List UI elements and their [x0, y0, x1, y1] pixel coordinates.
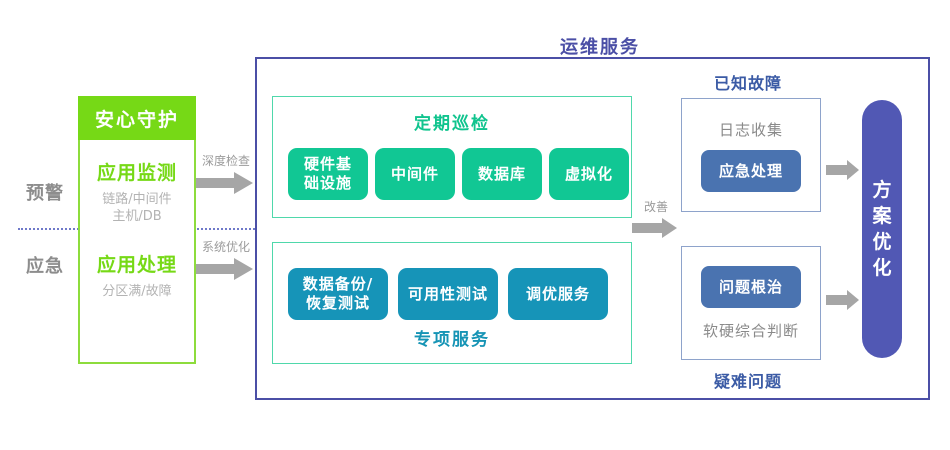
outcome-char-2: 优 — [872, 231, 893, 253]
connector-deep-inspection: 深度检查 — [196, 152, 256, 194]
guardian-block-monitoring: 应用监测 链路/中间件 主机/DB — [80, 158, 194, 225]
chip-hardware-infrastructure-line1: 硬件基 — [303, 155, 352, 173]
chip-data-backup-restore-test-line1: 数据备份/ — [302, 275, 374, 293]
known-fault-card: 日志收集 应急处理 — [681, 98, 821, 212]
chip-root-cause-fix[interactable]: 问题根治 — [701, 265, 801, 308]
chip-availability-test[interactable]: 可用性测试 — [398, 268, 498, 320]
difficult-problem-heading: 疑难问题 — [713, 372, 782, 391]
arrow-right-icon — [826, 290, 859, 310]
guardian-block-handling: 应用处理 分区满/故障 — [80, 250, 194, 300]
stage-label-early-warning: 预警 — [26, 183, 64, 204]
chip-database[interactable]: 数据库 — [462, 148, 542, 200]
arrow-right-icon — [826, 160, 859, 180]
connector-improve-label: 改善 — [643, 200, 668, 214]
guardian-block-monitoring-sub1: 链路/中间件 — [102, 192, 172, 207]
connector-improve: 改善 — [632, 198, 680, 238]
guardian-column: 安心守护 应用监测 链路/中间件 主机/DB 应用处理 分区满/故障 — [78, 96, 196, 364]
chip-database-label: 数据库 — [477, 164, 526, 183]
chip-availability-test-label: 可用性测试 — [407, 284, 488, 303]
chip-middleware-label: 中间件 — [390, 164, 439, 183]
stage-label-emergency: 应急 — [26, 256, 64, 277]
outcome-char-1: 案 — [872, 205, 893, 227]
arrow-right-icon — [196, 258, 253, 280]
chip-data-backup-restore-test[interactable]: 数据备份/ 恢复测试 — [288, 268, 388, 320]
outcome-char-0: 方 — [872, 179, 893, 201]
known-fault-text: 日志收集 — [718, 120, 783, 139]
arrow-right-icon — [632, 218, 677, 238]
om-service-title: 运维服务 — [560, 37, 640, 58]
connector-system-optimization: 系统优化 — [196, 238, 256, 280]
outcome-bar-solution-optimization[interactable]: 方 案 优 化 — [862, 100, 902, 358]
guardian-block-handling-title: 应用处理 — [96, 254, 177, 276]
outcome-char-3: 化 — [872, 257, 893, 279]
chip-data-backup-restore-test-line2: 恢复测试 — [305, 294, 370, 312]
guardian-block-handling-sub1: 分区满/故障 — [102, 284, 172, 299]
chip-tuning-service-label: 调优服务 — [525, 284, 590, 303]
connector-system-optimization-label: 系统优化 — [201, 240, 250, 254]
chip-hardware-infrastructure[interactable]: 硬件基 础设施 — [288, 148, 368, 200]
chip-virtualization[interactable]: 虚拟化 — [549, 148, 629, 200]
chip-middleware[interactable]: 中间件 — [375, 148, 455, 200]
difficult-problem-text: 软硬综合判断 — [702, 321, 799, 340]
guardian-header: 安心守护 — [78, 96, 196, 140]
panel-special-services-title: 专项服务 — [414, 330, 490, 350]
chip-emergency-handling[interactable]: 应急处理 — [701, 149, 801, 192]
difficult-problem-card: 问题根治 软硬综合判断 — [681, 246, 821, 360]
guardian-block-monitoring-sub2: 主机/DB — [112, 209, 162, 224]
guardian-block-monitoring-title: 应用监测 — [96, 162, 177, 184]
connector-deep-inspection-label: 深度检查 — [201, 154, 250, 168]
panel-inspection-title: 定期巡检 — [414, 114, 490, 134]
known-fault-heading: 已知故障 — [713, 74, 782, 93]
chip-virtualization-label: 虚拟化 — [564, 164, 613, 183]
chip-hardware-infrastructure-line2: 础设施 — [303, 174, 352, 192]
chip-tuning-service[interactable]: 调优服务 — [508, 268, 608, 320]
arrow-right-icon — [196, 172, 253, 194]
